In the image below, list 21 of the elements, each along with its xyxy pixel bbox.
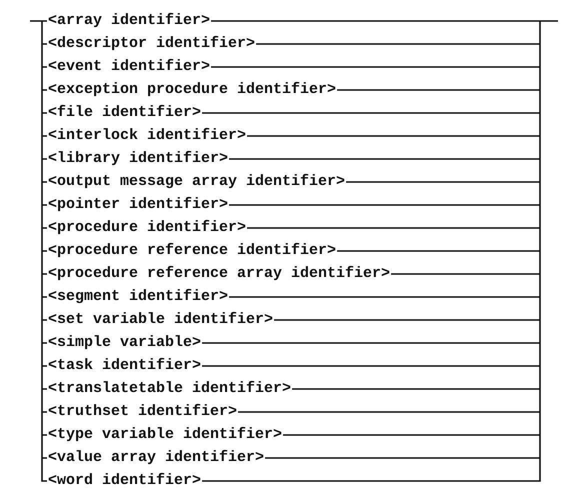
syntax-term: <type variable identifier> — [48, 426, 282, 444]
syntax-term: <task identifier> — [48, 357, 202, 375]
syntax-term: <procedure reference identifier> — [48, 242, 336, 260]
syntax-term: <pointer identifier> — [48, 196, 228, 214]
syntax-term: <value array identifier> — [48, 449, 264, 467]
syntax-term: <library identifier> — [48, 150, 228, 168]
syntax-term: <output message array identifier> — [48, 173, 346, 191]
syntax-term: <translatetable identifier> — [48, 380, 292, 398]
syntax-term: <descriptor identifier> — [48, 35, 256, 53]
syntax-term: <file identifier> — [48, 104, 202, 122]
syntax-term: <interlock identifier> — [48, 127, 246, 145]
syntax-term: <event identifier> — [48, 58, 210, 76]
syntax-term: <procedure identifier> — [48, 219, 246, 237]
syntax-term: <segment identifier> — [48, 288, 228, 306]
syntax-term: <set variable identifier> — [48, 311, 274, 329]
syntax-term: <procedure reference array identifier> — [48, 265, 390, 283]
syntax-term: <truthset identifier> — [48, 403, 238, 421]
syntax-term: <word identifier> — [48, 472, 202, 490]
syntax-term: <simple variable> — [48, 334, 202, 352]
syntax-term: <array identifier> — [48, 12, 210, 30]
syntax-term: <exception procedure identifier> — [48, 81, 336, 99]
